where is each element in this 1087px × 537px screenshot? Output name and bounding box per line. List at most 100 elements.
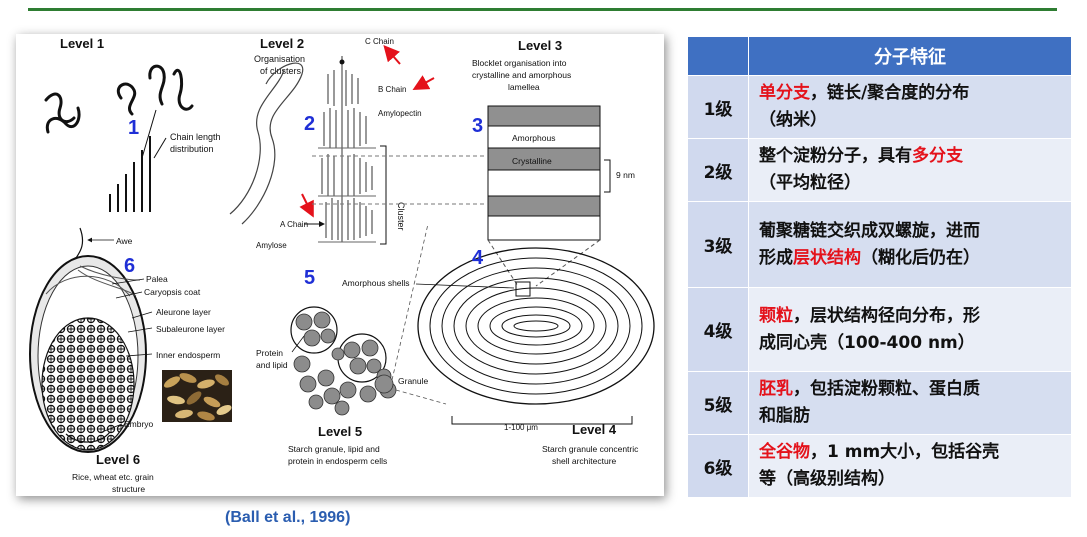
table-row: 1级单分支，链长/聚合度的分布（纳米） (687, 75, 1072, 139)
amorphous-shells-pointer (415, 283, 515, 289)
level-6-caption-1: Rice, wheat etc. grain (72, 472, 154, 482)
description-text: 成同心壳（100-400 nm） (759, 332, 975, 353)
row-description-cell: 颗粒，层状结构径向分布，形成同心壳（100-400 nm） (748, 287, 1072, 372)
awn-bristle (75, 227, 84, 259)
c-chain-red-arrow (383, 44, 401, 65)
description-text: ，包括淀粉颗粒、蛋白质 (793, 379, 980, 399)
inner-endosperm-label: Inner endosperm (156, 350, 220, 360)
level-1-title: Level 1 (60, 36, 104, 51)
table-header-title: 分子特征 (748, 36, 1072, 76)
number-3: 3 (472, 115, 483, 137)
lamella-zoom-box (515, 281, 531, 297)
chain-length-bars (109, 136, 151, 212)
nine-nm-bracket (604, 159, 611, 193)
row-description-cell: 全谷物，1 mm大小，包括谷壳等（高级别结构） (748, 434, 1072, 498)
description-line: 等（高级别结构） (759, 466, 1061, 493)
palea-label: Palea (146, 274, 168, 284)
grain-photo (162, 370, 232, 422)
description-text: （糊化后仍在） (861, 247, 980, 268)
number-5: 5 (304, 267, 315, 289)
row-level-cell: 5级 (687, 371, 749, 435)
lamellae-stack (487, 105, 601, 241)
protein-lipid-label-2: and lipid (256, 360, 288, 370)
b-chain-label: B Chain (378, 85, 406, 94)
amorphous-shells-label: Amorphous shells (342, 278, 410, 288)
amylose-label: Amylose (256, 241, 287, 250)
level-6-title: Level 6 (96, 452, 140, 467)
grain-label-pointers (87, 237, 153, 433)
protein-lipid-label-1: Protein (256, 348, 283, 358)
level-5-title: Level 5 (318, 424, 362, 439)
level-4-caption-1: Starch granule concentric (542, 444, 639, 454)
description-line: 整个淀粉分子，具有多分支 (759, 143, 1061, 170)
row-level-cell: 1级 (687, 75, 749, 139)
amylopectin-label: Amylopectin (378, 109, 422, 118)
a-chain-label: A Chain (280, 220, 308, 229)
level-5-caption-2: protein in endosperm cells (288, 456, 387, 466)
amylose-strand-1 (241, 62, 304, 225)
figure-svg: Level 1 Chain length distribution 1 Leve… (29, 36, 655, 494)
chain-length-label-2: distribution (170, 144, 214, 154)
amylose-strand-2 (229, 69, 285, 215)
description-line: （纳米） (759, 107, 1061, 134)
granule-zoom-guides (391, 223, 447, 405)
description-text: 葡聚糖链交织成双螺旋，进而 (759, 220, 980, 241)
row-level-cell: 4级 (687, 287, 749, 372)
level-4-caption-2: shell architecture (552, 456, 617, 466)
description-text: 形成 (759, 247, 793, 268)
c-chain-label: C Chain (365, 37, 394, 46)
granule-label: Granule (398, 376, 429, 386)
description-text: （纳米） (759, 110, 827, 130)
description-line: （平均粒径） (759, 170, 1061, 197)
highlight-term: 颗粒 (759, 305, 793, 326)
cluster-label: Cluster (396, 202, 406, 231)
row-description-cell: 胚乳，包括淀粉颗粒、蛋白质和脂肪 (748, 371, 1072, 435)
highlight-term: 层状结构 (793, 247, 861, 268)
chain-length-label: Chain length (170, 132, 221, 142)
table-row: 2级整个淀粉分子，具有多分支（平均粒径） (687, 138, 1072, 202)
number-6: 6 (124, 255, 135, 277)
subaleurone-label: Subaleurone layer (156, 324, 225, 334)
level-1-chains (44, 64, 194, 134)
top-divider-line (28, 8, 1057, 11)
granule-concentric-shells (417, 247, 655, 405)
description-line: 形成层状结构（糊化后仍在） (759, 245, 1061, 272)
highlight-term: 全谷物 (759, 442, 810, 462)
endosperm-cells (41, 317, 135, 451)
size-scale-bracket (451, 416, 633, 425)
description-text: ，1 mm大小，包括谷壳 (810, 442, 1000, 462)
description-line: 胚乳，包括淀粉颗粒、蛋白质 (759, 376, 1061, 403)
chain-length-pointer (153, 137, 167, 159)
table-row: 3级葡聚糖链交织成双螺旋，进而形成层状结构（糊化后仍在） (687, 201, 1072, 288)
description-line: 葡聚糖链交织成双螺旋，进而 (759, 218, 1061, 245)
aleurone-label: Aleurone layer (156, 307, 211, 317)
description-line: 颗粒，层状结构径向分布，形 (759, 303, 1061, 330)
number-1: 1 (128, 117, 139, 139)
table-header-row: 分子特征 (687, 36, 1072, 76)
protein-pointer (291, 335, 305, 353)
crystalline-label: Crystalline (512, 156, 552, 166)
row-description-cell: 整个淀粉分子，具有多分支（平均粒径） (748, 138, 1072, 202)
amorphous-label: Amorphous (512, 133, 555, 143)
citation: (Ball et al., 1996) (225, 509, 351, 526)
table-header-level (687, 36, 749, 76)
highlight-term: 单分支 (759, 83, 810, 103)
description-text: 等（高级别结构） (759, 469, 895, 489)
row-description-cell: 单分支，链长/聚合度的分布（纳米） (748, 75, 1072, 139)
embryo-shape (65, 431, 111, 443)
nine-nm-label: 9 nm (616, 170, 635, 180)
description-text: 和脂肪 (759, 406, 810, 426)
table-row: 6级全谷物，1 mm大小，包括谷壳等（高级别结构） (687, 434, 1072, 498)
organisation-label-2: of clusters (260, 66, 302, 76)
description-line: 成同心壳（100-400 nm） (759, 330, 1061, 357)
blocklet-label-2: crystalline and amorphous (472, 70, 571, 80)
endosperm-cell-granules (290, 306, 397, 416)
embryo-label: Embryo (124, 419, 154, 429)
number-2: 2 (304, 113, 315, 135)
blocklet-label-3: lamellea (508, 82, 540, 92)
number-4: 4 (472, 247, 484, 269)
description-line: 全谷物，1 mm大小，包括谷壳 (759, 439, 1061, 466)
description-text: 整个淀粉分子，具有 (759, 146, 912, 166)
row-level-cell: 6级 (687, 434, 749, 498)
description-text: ，层状结构径向分布，形 (793, 305, 980, 326)
